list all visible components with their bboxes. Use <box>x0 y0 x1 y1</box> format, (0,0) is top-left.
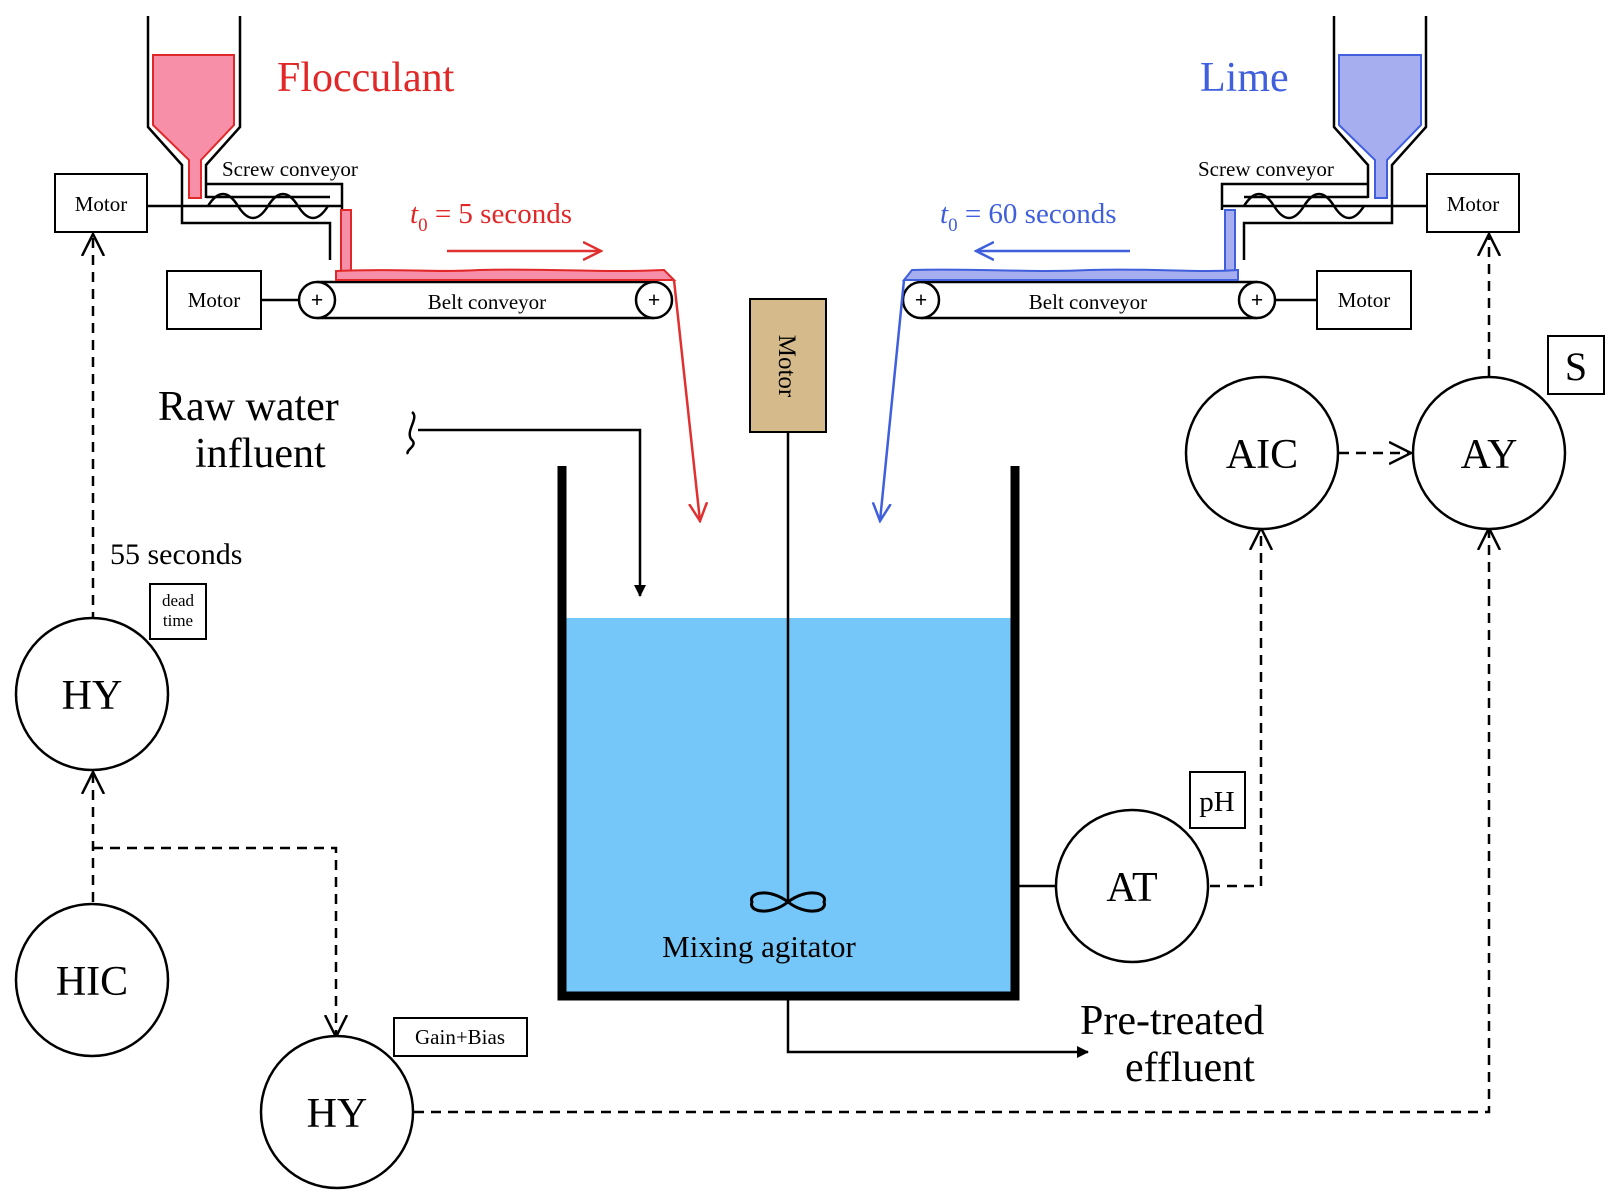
summer-note-box <box>1547 335 1605 395</box>
flocculant-hopper-fill <box>152 54 235 199</box>
at-tag: AT <box>1106 865 1157 911</box>
hy-gain-bias-tag: HY <box>307 1091 368 1137</box>
right-screw-motor-label: Motor <box>1447 192 1500 216</box>
ph-note: pH <box>1199 786 1235 818</box>
agitator-label: Mixing agitator <box>662 929 856 964</box>
agitator-impeller <box>750 891 826 913</box>
aic-bubble[interactable] <box>1184 375 1340 531</box>
lime-feed-system: Lime Screw conveyor Motor Motor + + Belt… <box>880 16 1520 521</box>
summer-note: S <box>1565 344 1587 389</box>
right-belt-motor-label: Motor <box>1338 288 1391 312</box>
right-belt <box>921 280 1257 320</box>
ay-bubble[interactable] <box>1411 375 1567 531</box>
signal-hic-to-hy-bottom <box>93 846 336 1037</box>
agitator-motor-box[interactable] <box>749 298 827 433</box>
ph-control-loop: AT pH AIC AY S <box>1015 234 1605 964</box>
right-belt-motor-box[interactable] <box>1316 270 1412 330</box>
influent-label-line2: influent <box>195 431 326 477</box>
tank-water <box>566 618 1013 992</box>
left-belt-motor-label: Motor <box>188 288 241 312</box>
hic-bubble[interactable] <box>14 902 170 1058</box>
flocculant-on-belt <box>335 268 677 281</box>
aic-tag: AIC <box>1226 432 1298 478</box>
right-belt-pulley-2 <box>1237 280 1277 320</box>
left-belt-motor-box[interactable] <box>166 270 262 330</box>
agitator-motor-label: Motor <box>773 335 800 398</box>
pulley-plus-icon: + <box>1251 287 1264 312</box>
pulley-plus-icon: + <box>915 287 928 312</box>
flocculant-chute <box>340 209 352 273</box>
left-belt <box>317 280 654 320</box>
signal-at-to-aic <box>1210 528 1261 888</box>
hic-tag: HIC <box>56 959 128 1005</box>
right-belt-conveyor-label: Belt conveyor <box>1029 290 1147 314</box>
right-screw-conveyor-housing <box>1220 182 1394 260</box>
influent-pipe-break <box>406 411 416 455</box>
flocculant-feed-system: Flocculant Screw conveyor Motor Motor + … <box>54 16 700 521</box>
lime-label: Lime <box>1200 55 1289 101</box>
left-screw-motor-label: Motor <box>75 192 128 216</box>
left-screw-conveyor-housing <box>180 182 344 260</box>
at-bubble[interactable] <box>1054 808 1210 964</box>
flocculant-drop-arrow <box>672 279 700 521</box>
influent-pipe <box>418 428 646 597</box>
left-belt-conveyor-label: Belt conveyor <box>428 290 546 314</box>
lime-drop-arrow <box>880 279 906 521</box>
left-delay-label: t0 = 5 seconds <box>410 198 572 236</box>
gain-bias-note-box <box>393 1017 528 1057</box>
flocculant-label: Flocculant <box>277 55 455 101</box>
lime-chute <box>1224 209 1236 273</box>
hy-gain-bias-bubble[interactable] <box>259 1034 415 1190</box>
lime-on-belt <box>901 268 1239 281</box>
manual-ratio-control-loop: HY dead time 55 seconds HIC HY Gain+Bias <box>14 234 1489 1190</box>
effluent-label-line1: Pre-treated <box>1080 998 1264 1044</box>
flocculant-hopper <box>146 16 242 198</box>
left-belt-pulley-1 <box>297 280 337 320</box>
dead-time-note-line2: time <box>163 611 193 630</box>
mixing-tank: Motor Mixing agitator Raw water influent… <box>158 298 1264 1091</box>
hy-dead-time-tag: HY <box>62 673 123 719</box>
dead-time-note-line1: dead <box>162 591 195 610</box>
pulley-plus-icon: + <box>311 287 324 312</box>
pulley-plus-icon: + <box>648 287 661 312</box>
effluent-label-line2: effluent <box>1125 1045 1255 1091</box>
lime-hopper <box>1332 16 1428 198</box>
left-belt-pulley-2 <box>634 280 674 320</box>
signal-hy-to-ay <box>414 528 1489 1114</box>
left-screw-conveyor-label: Screw conveyor <box>222 157 358 181</box>
dead-time-value: 55 seconds <box>110 538 242 571</box>
ay-tag: AY <box>1461 432 1518 478</box>
effluent-pipe <box>786 996 1089 1058</box>
dead-time-note-box <box>149 583 207 640</box>
lime-hopper-fill <box>1338 54 1422 199</box>
right-delay-label: t0 = 60 seconds <box>940 198 1116 236</box>
gain-bias-note: Gain+Bias <box>415 1025 505 1049</box>
influent-label-line1: Raw water <box>158 384 339 430</box>
ph-note-box <box>1189 771 1246 829</box>
right-screw-motor-box[interactable] <box>1426 173 1520 233</box>
right-screw-conveyor-label: Screw conveyor <box>1198 157 1334 181</box>
left-screw-motor-box[interactable] <box>54 173 148 233</box>
